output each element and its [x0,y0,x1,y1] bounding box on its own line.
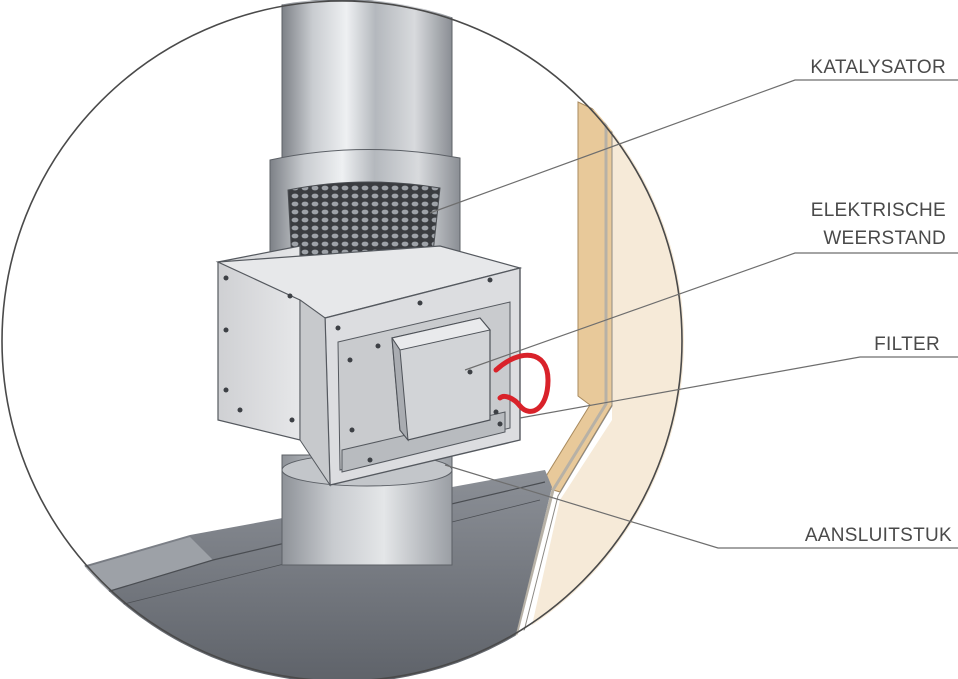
leader-filter [519,356,958,419]
label-weerstand: WEERSTAND [823,228,946,249]
label-aansluitstuk: AANSLUITSTUK [805,525,952,546]
leader-aansluitstuk [444,464,958,549]
label-elektrische: ELEKTRISCHE [811,200,946,221]
heating-wire [493,352,551,414]
flue-pipe [281,0,453,161]
label-filter: FILTER [874,334,940,355]
leader-katalysator [429,79,958,214]
label-katalysator: KATALYSATOR [810,57,946,78]
leader-lines [429,79,958,549]
leader-weerstand [464,252,958,371]
circle-frame [1,0,683,679]
screws [223,275,503,463]
